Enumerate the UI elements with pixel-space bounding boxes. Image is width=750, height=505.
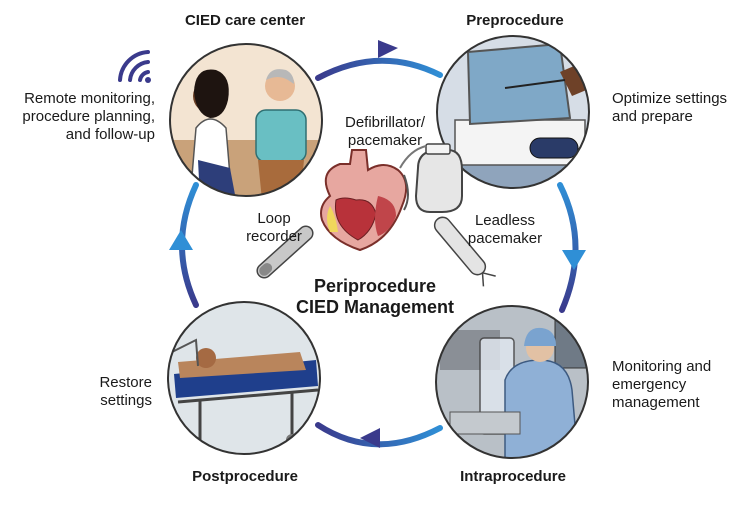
stage-title-care-center: CIED care center xyxy=(184,12,306,29)
postprocedure-line-1: Restore xyxy=(99,374,152,391)
intraprocedure-scene xyxy=(435,305,589,459)
defibrillator-line-2: pacemaker xyxy=(347,132,423,149)
defibrillator-line-1: Defibrillator/ xyxy=(344,114,426,131)
leadless-line-2: pacemaker xyxy=(467,230,543,247)
defibrillator-icon xyxy=(399,143,463,213)
cycle-arrowheads xyxy=(169,40,586,448)
arrow-bottom xyxy=(360,428,380,448)
care-center-scene xyxy=(169,43,323,197)
defibrillator-label: Defibrillator/ pacemaker xyxy=(330,114,440,150)
arrow-right xyxy=(562,250,586,270)
postprocedure-line-2: settings xyxy=(100,392,152,409)
preprocedure-line-1: Optimize settings xyxy=(612,90,728,107)
wifi-icon xyxy=(118,50,151,83)
stage-title-preprocedure: Preprocedure xyxy=(466,12,564,29)
intraprocedure-description: Monitoring and emergency management xyxy=(612,358,747,412)
preprocedure-description: Optimize settings and prepare xyxy=(612,90,747,126)
care-center-line-2: procedure planning, xyxy=(22,108,155,125)
heart-icon xyxy=(320,149,409,252)
arrow-top xyxy=(378,40,398,58)
loop-recorder-label: Loop recorder xyxy=(238,210,310,246)
leadless-line-1: Leadless xyxy=(474,212,536,229)
care-center-description: Remote monitoring, procedure planning, a… xyxy=(2,90,155,144)
leadless-label: Leadless pacemaker xyxy=(458,212,552,248)
center-title-line-1: Periprocedure xyxy=(313,276,437,296)
arc-right xyxy=(557,182,579,313)
arc-top xyxy=(315,57,443,81)
center-title: Periprocedure CIED Management xyxy=(245,276,505,318)
postprocedure-scene xyxy=(167,301,321,455)
postprocedure-description: Restore settings xyxy=(60,374,152,410)
loop-recorder-line-2: recorder xyxy=(246,228,302,245)
care-center-line-3: and follow-up xyxy=(65,126,155,143)
center-title-line-2: CIED Management xyxy=(295,297,455,317)
intraprocedure-line-2: emergency xyxy=(612,376,687,393)
leadless-pacemaker-icon xyxy=(433,216,496,287)
preprocedure-line-2: and prepare xyxy=(612,108,693,125)
intraprocedure-line-3: management xyxy=(612,394,700,411)
intraprocedure-line-1: Monitoring and xyxy=(612,358,712,375)
care-center-line-1: Remote monitoring, xyxy=(24,90,155,107)
loop-recorder-icon xyxy=(256,225,314,279)
stage-title-postprocedure: Postprocedure xyxy=(192,468,298,485)
preprocedure-scene xyxy=(436,35,590,189)
loop-recorder-line-1: Loop xyxy=(257,210,291,227)
stage-title-intraprocedure: Intraprocedure xyxy=(460,468,566,485)
arrow-left xyxy=(169,230,193,250)
